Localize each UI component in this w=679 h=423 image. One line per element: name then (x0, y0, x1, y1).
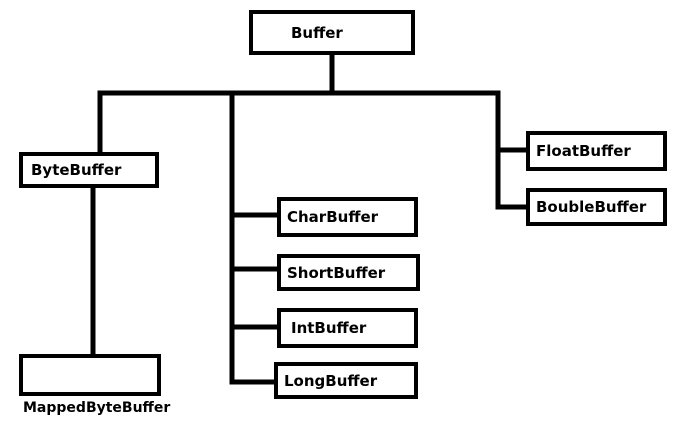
node-mapped-byte-buffer-label: MappedByteBuffer (23, 400, 171, 416)
node-buffer-label: Buffer (291, 23, 343, 42)
node-double-buffer: BoubleBuffer (526, 188, 667, 226)
node-short-buffer-label: ShortBuffer (287, 263, 386, 282)
node-short-buffer: ShortBuffer (277, 254, 420, 291)
node-byte-buffer: ByteBuffer (19, 152, 159, 188)
node-long-buffer-label: LongBuffer (284, 371, 378, 390)
node-double-buffer-label: BoubleBuffer (536, 198, 647, 216)
node-int-buffer: IntBuffer (277, 308, 418, 348)
node-long-buffer: LongBuffer (274, 362, 418, 399)
node-float-buffer-label: FloatBuffer (536, 142, 631, 160)
node-buffer: Buffer (249, 10, 415, 55)
node-float-buffer: FloatBuffer (526, 131, 667, 171)
node-char-buffer: CharBuffer (277, 197, 418, 237)
node-char-buffer-label: CharBuffer (287, 208, 379, 226)
node-byte-buffer-label: ByteBuffer (31, 161, 122, 179)
node-mapped-byte-buffer (19, 354, 161, 396)
node-int-buffer-label: IntBuffer (291, 319, 367, 337)
